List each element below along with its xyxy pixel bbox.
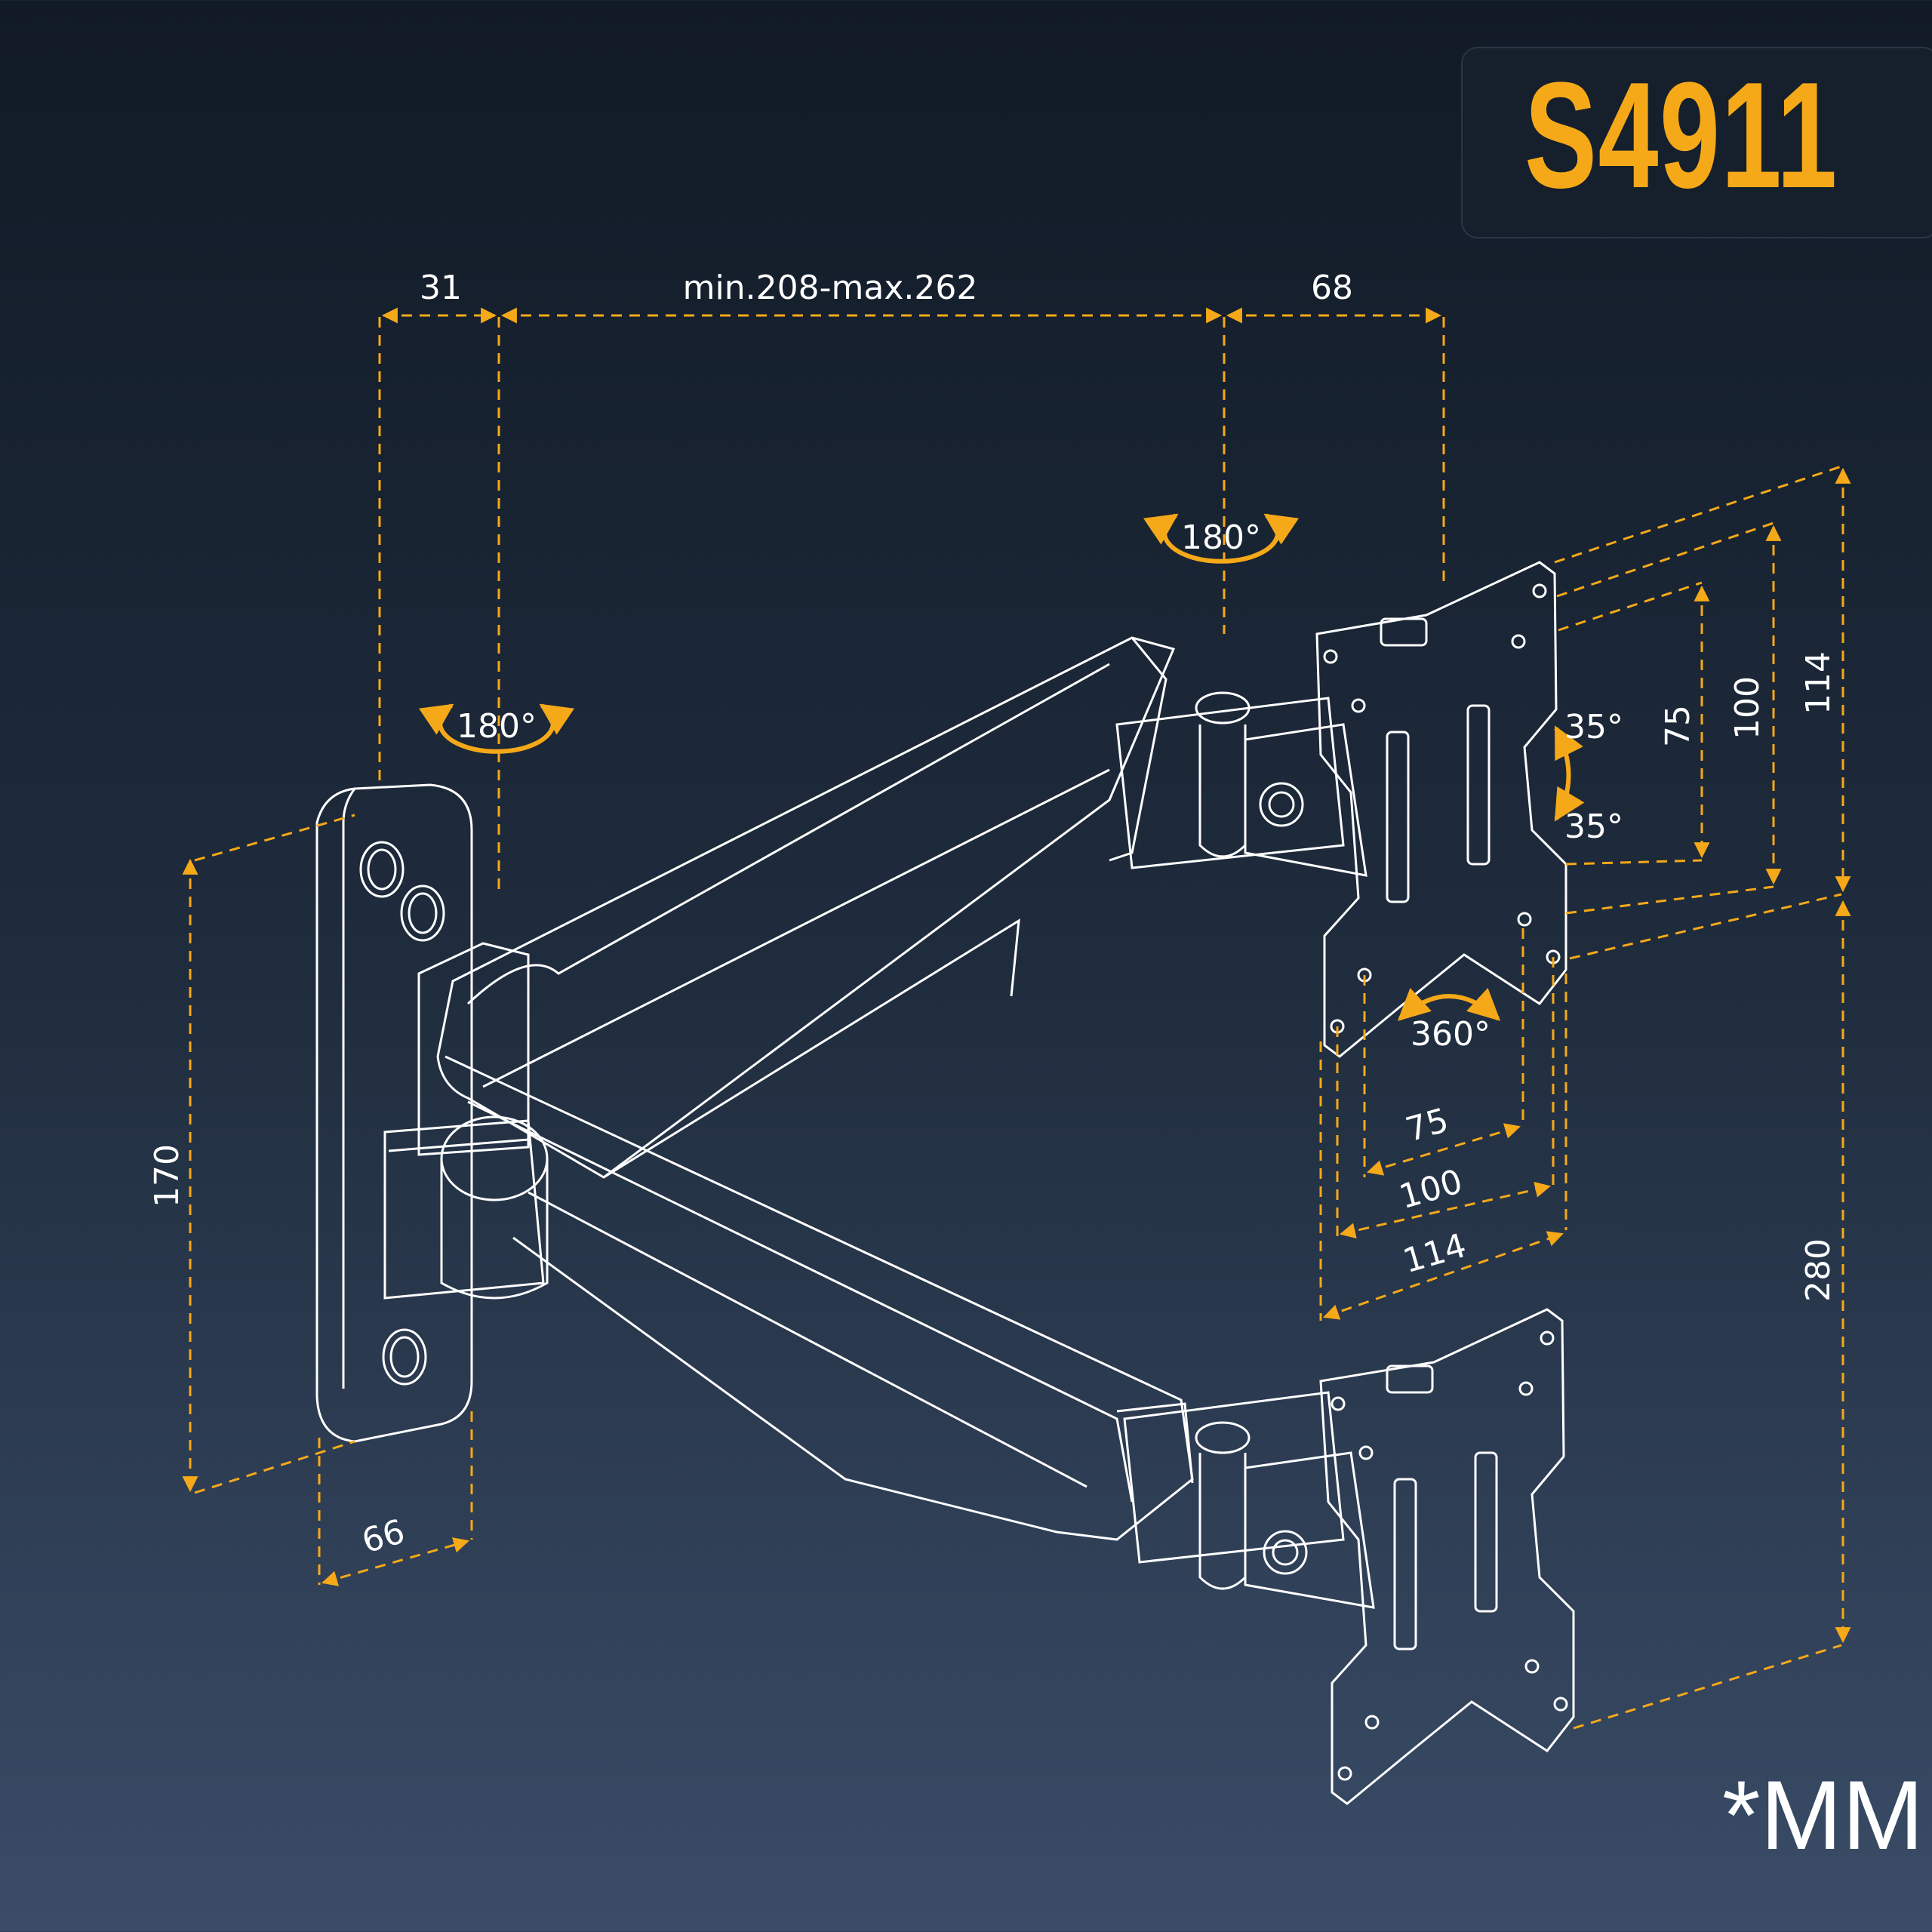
arm-length-label: min.208-max.262 bbox=[683, 269, 978, 307]
rotation-indicators bbox=[418, 513, 1585, 1021]
vesa-height-100-label: 100 bbox=[1728, 676, 1767, 740]
dimension-lines bbox=[182, 307, 1851, 1730]
model-number: S4911 bbox=[1524, 51, 1838, 220]
unit-label: *MM bbox=[1722, 1760, 1924, 1870]
plate-width-label: 66 bbox=[358, 1512, 409, 1561]
plate-height-label: 170 bbox=[148, 1144, 186, 1208]
rotation-360-arrow-icon bbox=[1397, 987, 1501, 1021]
tilt-up-label: 35° bbox=[1564, 708, 1623, 746]
wall-swivel-label: 180° bbox=[457, 707, 537, 746]
head-offset-label: 68 bbox=[1311, 269, 1353, 307]
model-badge bbox=[1461, 47, 1932, 238]
wall-plate bbox=[315, 783, 549, 1443]
tilt-arrow-icon bbox=[1554, 725, 1585, 822]
vesa-height-114-label: 114 bbox=[1799, 651, 1838, 715]
mount-arm bbox=[436, 636, 1375, 1609]
vesa-width-114-label: 114 bbox=[1399, 1226, 1471, 1281]
tilt-down-label: 35° bbox=[1564, 808, 1623, 846]
wall-swivel-arrow-icon bbox=[418, 703, 575, 754]
vesa-plate-upper bbox=[1315, 561, 1567, 1058]
vesa-width-75-label: 75 bbox=[1401, 1101, 1453, 1149]
travel-height-label: 280 bbox=[1799, 1238, 1838, 1302]
rotation-360-label: 360° bbox=[1411, 1015, 1491, 1054]
wall-offset-label: 31 bbox=[420, 269, 462, 307]
head-swivel-arrow-icon bbox=[1143, 513, 1300, 564]
dimension-labels: 31 min.208-max.262 68 170 66 75 100 114 … bbox=[148, 269, 1838, 1561]
vesa-height-75-label: 75 bbox=[1659, 705, 1697, 747]
vesa-plate-lower bbox=[1319, 1308, 1575, 1805]
head-swivel-label: 180° bbox=[1181, 518, 1261, 557]
